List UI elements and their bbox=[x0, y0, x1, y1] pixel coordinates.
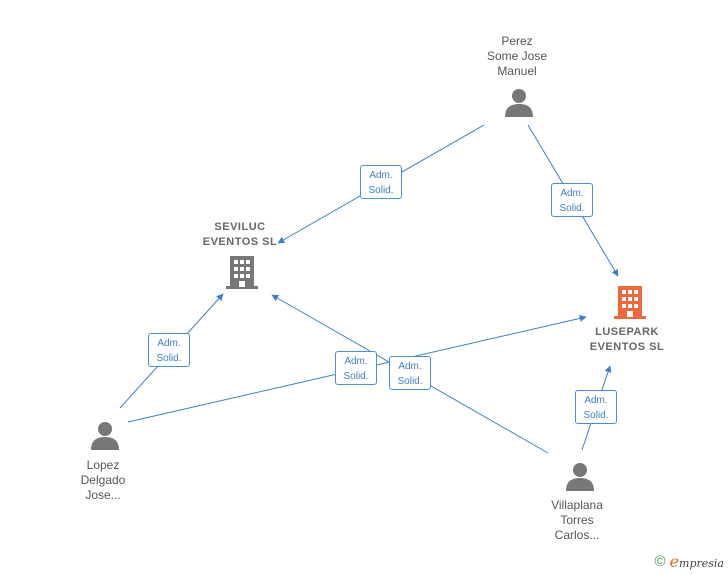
edge-badge-villaplana-seviluc[interactable]: Adm. Solid. bbox=[389, 356, 431, 390]
edge-badge-perez-seviluc[interactable]: Adm. Solid. bbox=[360, 165, 402, 199]
node-label-villaplana[interactable]: Villaplana Torres Carlos... bbox=[551, 498, 603, 542]
edge-badge-villaplana-lusepark[interactable]: Adm. Solid. bbox=[575, 390, 617, 424]
person-icon[interactable] bbox=[505, 89, 533, 117]
building-icon[interactable] bbox=[614, 286, 646, 319]
node-label-perez[interactable]: Perez Some Jose Manuel bbox=[486, 34, 548, 78]
node-label-seviluc[interactable]: SEVILUC EVENTOS SL bbox=[202, 221, 278, 248]
person-icon[interactable] bbox=[566, 463, 594, 491]
person-icon[interactable] bbox=[91, 422, 119, 450]
footer-brand[interactable]: © empresia bbox=[655, 552, 725, 571]
node-label-lusepark[interactable]: LUSEPARK EVENTOS SL bbox=[589, 326, 665, 353]
edge-badge-perez-lusepark[interactable]: Adm. Solid. bbox=[551, 183, 593, 217]
edge-badge-lopez-lusepark[interactable]: Adm. Solid. bbox=[335, 351, 377, 385]
brand-logo: empresia bbox=[669, 552, 724, 571]
node-label-lopez[interactable]: Lopez Delgado Jose... bbox=[80, 458, 126, 502]
building-icon[interactable] bbox=[226, 256, 258, 289]
edge-badge-lopez-seviluc[interactable]: Adm. Solid. bbox=[148, 333, 190, 367]
copyright-icon: © bbox=[654, 553, 666, 570]
